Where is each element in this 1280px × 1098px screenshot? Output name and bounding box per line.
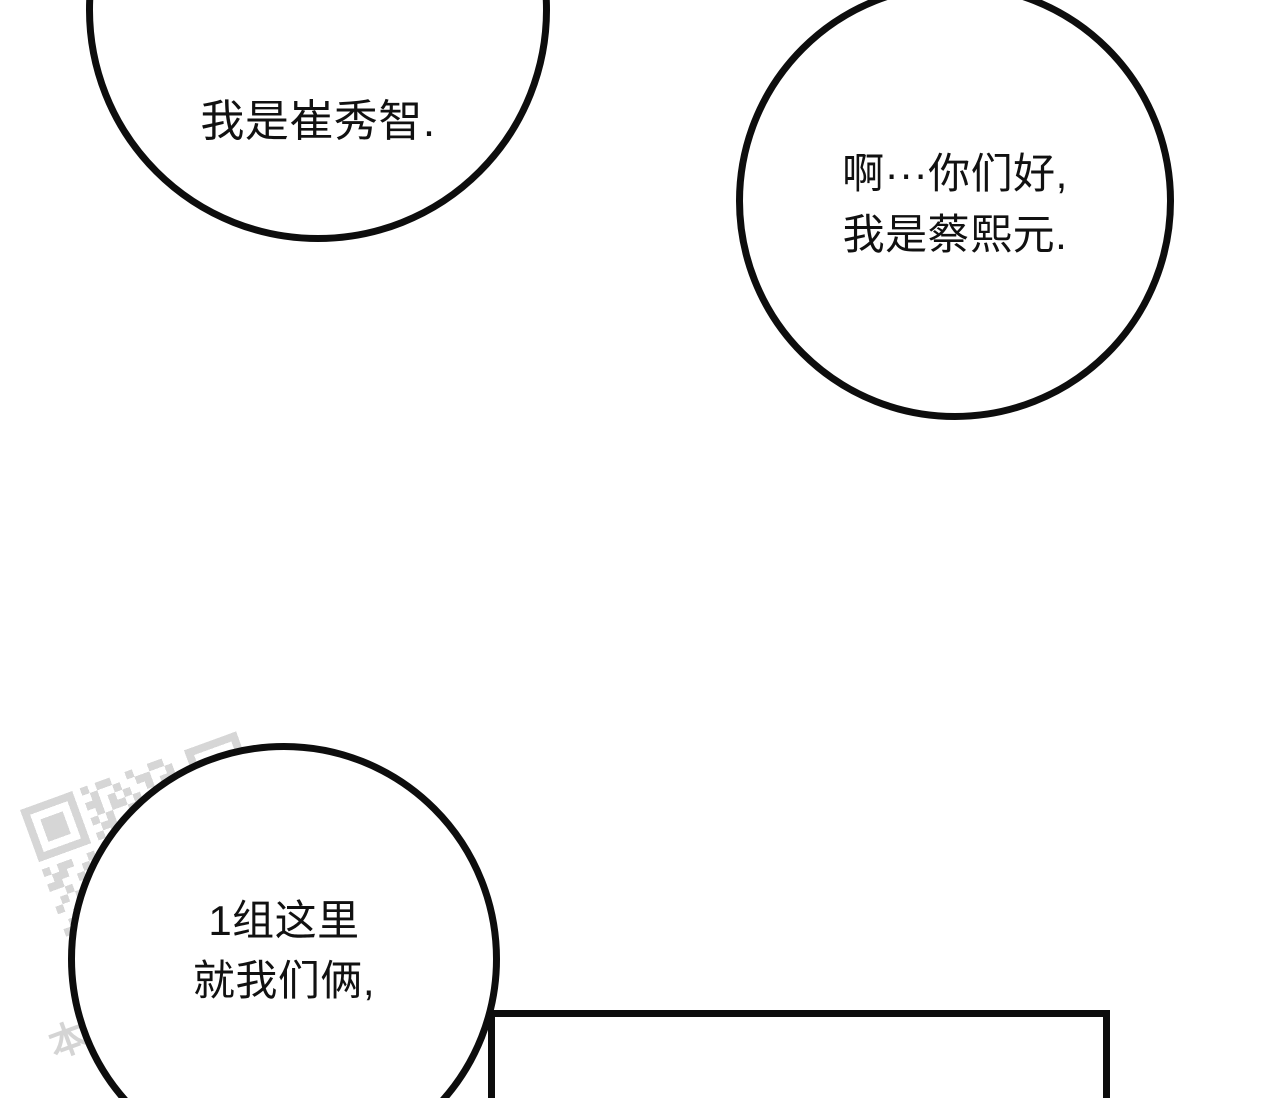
speech-bubble-1: 我是崔秀智. [86, 0, 550, 242]
speech-bubble-3: 1组这里 就我们俩, [68, 743, 500, 1098]
dialogue-box [488, 1010, 1110, 1098]
speech-bubble-2: 啊···你们好, 我是蔡熙元. [736, 0, 1174, 420]
speech-bubble-3-text: 1组这里 就我们俩, [192, 897, 376, 1004]
speech-bubble-2-text: 啊···你们好, 我是蔡熙元. [842, 150, 1068, 258]
speech-bubble-1-text: 我是崔秀智. [200, 96, 436, 146]
